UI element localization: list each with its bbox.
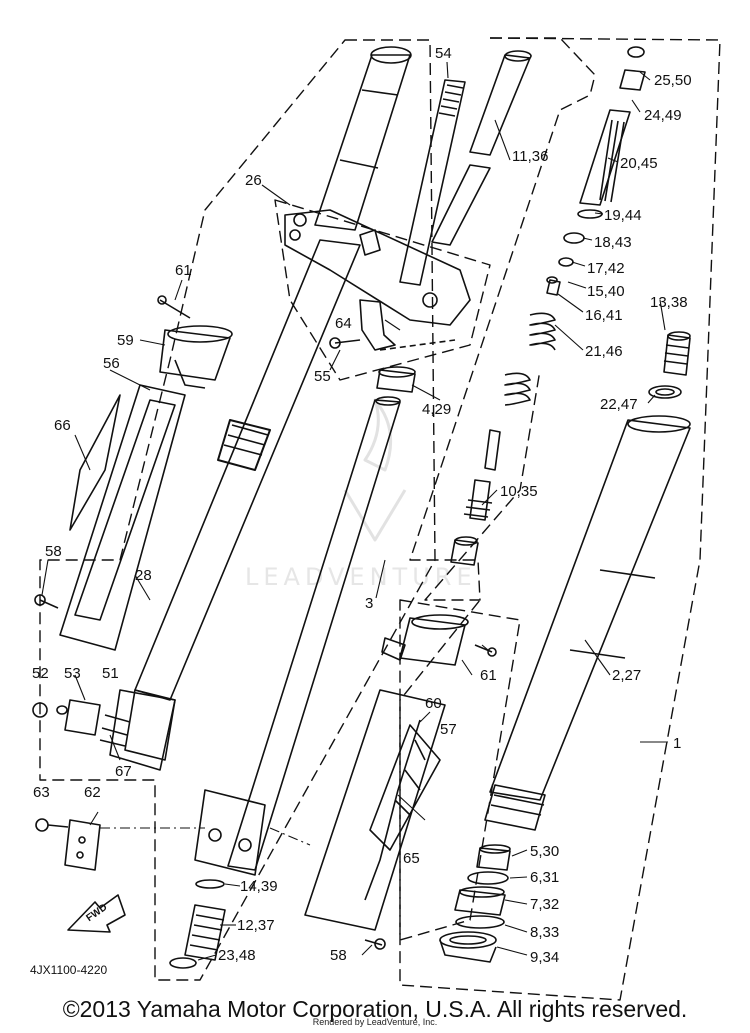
protector-57 [304, 689, 446, 931]
callout-66: 66 [54, 417, 71, 434]
hose-holder-62 [64, 819, 101, 871]
callout-63: 63 [33, 784, 50, 801]
callout-51: 51 [102, 665, 119, 682]
callout-23-48: 23,48 [218, 947, 256, 964]
callout-9-34: 9,34 [530, 949, 559, 966]
callout-61a: 61 [175, 262, 192, 279]
callout-3: 3 [365, 595, 373, 612]
base-valve-12-37 [169, 879, 226, 969]
bracket-64 [359, 299, 456, 351]
callout-4-29: 4,29 [422, 401, 451, 418]
bolt-63 [35, 818, 69, 832]
oil-seal-4-29 [376, 366, 416, 393]
callout-55: 55 [314, 368, 331, 385]
callout-57: 57 [440, 721, 457, 738]
copyright-notice: ©2013 Yamaha Motor Corporation, U.S.A. A… [62, 996, 688, 1022]
graphic-65 [369, 724, 441, 851]
watermark-text: LEADVENTURE [245, 563, 477, 591]
callout-28: 28 [135, 567, 152, 584]
seal-9-34 [439, 931, 497, 963]
callout-58b: 58 [330, 947, 347, 964]
callout-5-30: 5,30 [530, 843, 559, 860]
callout-54: 54 [435, 45, 452, 62]
callout-62: 62 [84, 784, 101, 801]
washer-6-31 [467, 871, 509, 885]
fwd-label: FWD [84, 902, 109, 924]
callout-22-47: 22,47 [600, 396, 638, 413]
callout-60: 60 [425, 695, 442, 712]
clamp-59 [159, 325, 233, 389]
cap-bolt-13-38 [648, 331, 691, 399]
bolts-misc [32, 295, 497, 950]
outer-tube-left [124, 46, 412, 761]
spring-21-46 [484, 312, 556, 471]
callout-15-40: 15,40 [587, 283, 625, 300]
callout-11-36: 11,36 [512, 148, 548, 165]
callout-6-31: 6,31 [530, 869, 559, 886]
callout-56: 56 [103, 355, 120, 372]
bushing-7-32 [454, 886, 506, 916]
callout-65: 65 [403, 850, 420, 867]
callout-25-50: 25,50 [654, 72, 692, 89]
callout-10-35: 10,35 [500, 483, 538, 500]
rendered-by-notice: Rendered by LeadVenture, Inc. [312, 1017, 438, 1027]
callout-67: 67 [115, 763, 132, 780]
callout-1: 1 [673, 735, 681, 752]
inner-tube-3 [227, 396, 401, 871]
callout-20-45: 20,45 [620, 155, 658, 172]
callout-61b: 61 [480, 667, 497, 684]
callout-14-39: 14,39 [240, 878, 278, 895]
callout-59: 59 [117, 332, 134, 349]
callout-19-44: 19,44 [604, 207, 642, 224]
damper-cylinder-10-35 [450, 479, 493, 566]
collar-11-36 [431, 50, 532, 246]
damper-rod-54 [399, 79, 466, 286]
callout-64: 64 [335, 315, 352, 332]
callout-16-41: 16,41 [585, 307, 623, 324]
lower-leg-left [109, 689, 266, 876]
callout-58a: 58 [45, 543, 62, 560]
leader-lines [41, 61, 668, 961]
watermark-logo [343, 398, 407, 542]
ring-8-33 [455, 915, 505, 929]
callout-21-46: 21,46 [585, 343, 623, 360]
callout-24-49: 24,49 [644, 107, 682, 124]
callout-12-37: 12,37 [237, 917, 275, 934]
callout-labels: 54 25,50 24,49 11,36 20,45 26 19,44 18,4… [30, 45, 692, 977]
clamp-60 [381, 614, 469, 666]
callout-53: 53 [64, 665, 81, 682]
callout-13-38: 13,38 [650, 294, 688, 311]
group-outlines [39, 37, 721, 1001]
callout-17-42: 17,42 [587, 260, 625, 277]
bushing-5-30 [476, 844, 511, 871]
callout-52: 52 [32, 665, 49, 682]
callout-2-27: 2,27 [612, 667, 641, 684]
callout-26: 26 [245, 172, 262, 189]
diagram-code: 4JX1100-4220 [30, 963, 108, 977]
callout-18-43: 18,43 [594, 234, 632, 251]
outer-tube-right [484, 415, 691, 831]
guard-66 [69, 394, 121, 531]
triple-clamp [284, 209, 471, 326]
callout-8-33: 8,33 [530, 924, 559, 941]
callout-7-32: 7,32 [530, 896, 559, 913]
fwd-arrow-icon [67, 894, 126, 933]
protector-56 [59, 384, 186, 651]
